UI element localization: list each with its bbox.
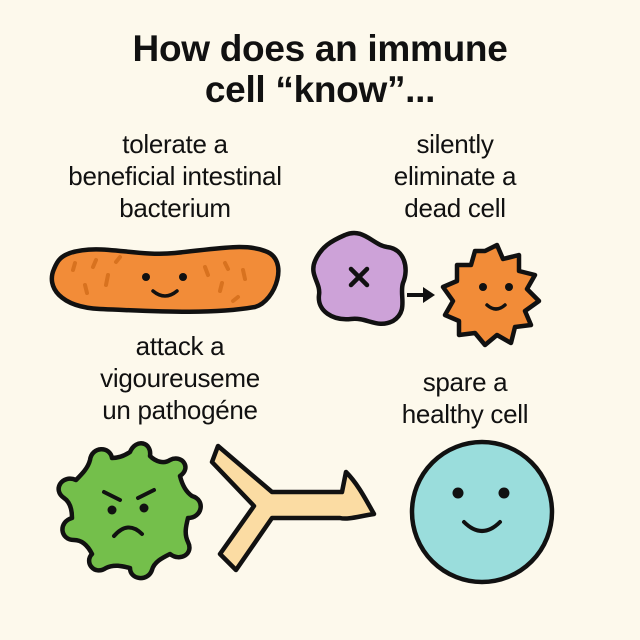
- caption-line: healthy cell: [401, 399, 529, 429]
- caption-attack: attack a vigoureuseme un pathogéne: [50, 330, 310, 426]
- antibody-icon: [209, 443, 377, 573]
- dead-cell-to-phagocyte-icon: [311, 230, 542, 348]
- phagocyte-gear-icon: [440, 242, 542, 348]
- smiling-bacterium-icon: [49, 244, 281, 315]
- eye: [142, 273, 150, 281]
- caption-line: attack a: [135, 331, 225, 361]
- angry-pathogen-and-antibody-icon: [56, 441, 377, 581]
- caption-line: un pathogéne: [102, 395, 258, 425]
- eye: [179, 273, 187, 281]
- caption-line: beneficial intestinal: [68, 161, 282, 191]
- caption-spare: spare a healthy cell: [365, 366, 565, 430]
- title-line-1: How does an immune: [132, 28, 508, 69]
- eye: [452, 487, 464, 499]
- caption-line: eliminate a: [393, 161, 517, 191]
- caption-line: vigoureuseme: [100, 363, 260, 393]
- caption-line: tolerate a: [122, 129, 228, 159]
- eye: [498, 487, 510, 499]
- angry-pathogen-icon: [56, 441, 203, 581]
- smiling-healthy-cell-icon: [409, 439, 555, 585]
- caption-line: bacterium: [119, 193, 231, 223]
- caption-line: dead cell: [404, 193, 506, 223]
- caption-eliminate: silently eliminate a dead cell: [355, 128, 555, 224]
- page-title: How does an immune cell “know”...: [0, 28, 640, 110]
- title-line-2: cell “know”...: [204, 69, 436, 110]
- caption-tolerate: tolerate a beneficial intestinal bacteri…: [20, 128, 330, 224]
- caption-line: silently: [416, 129, 494, 159]
- caption-line: spare a: [422, 367, 508, 397]
- x-mark-icon: [348, 266, 370, 288]
